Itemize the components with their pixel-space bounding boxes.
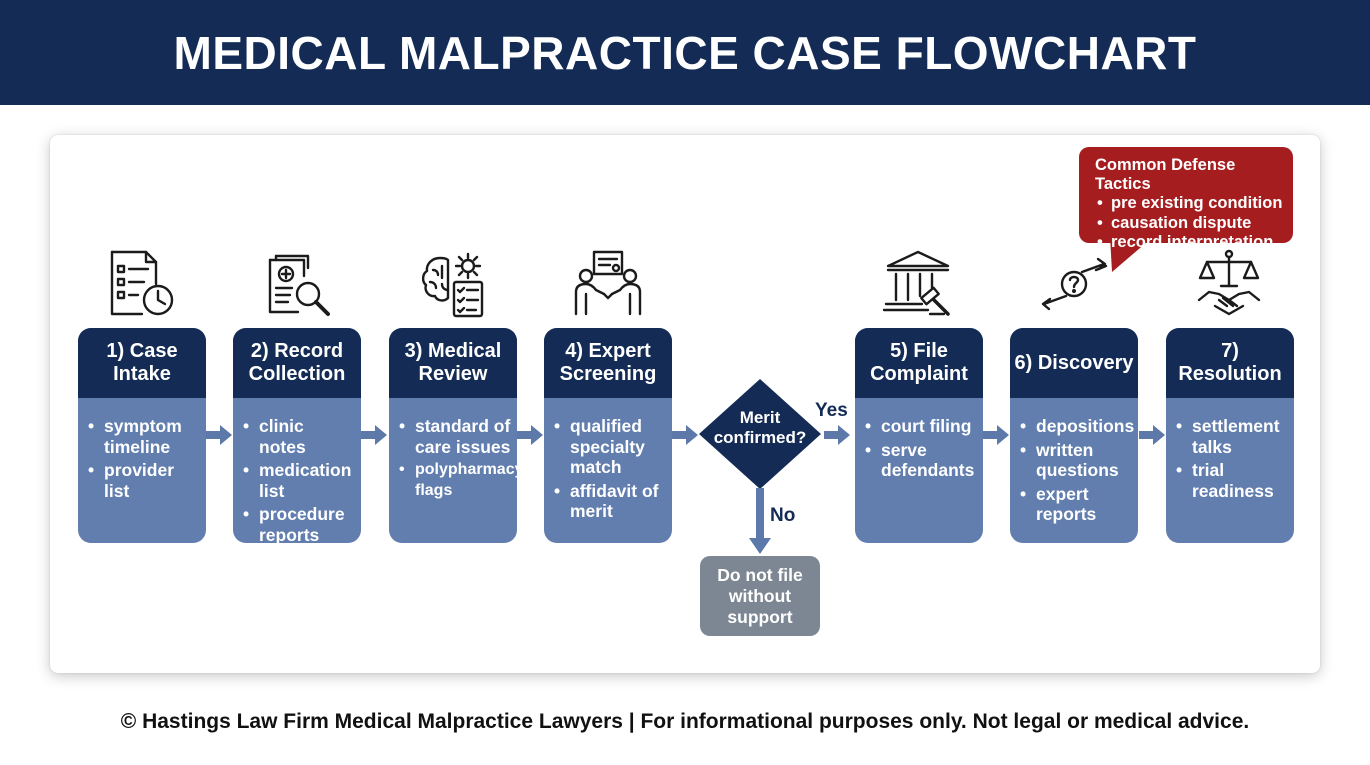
question-exchange-icon xyxy=(1041,257,1108,311)
step-title: 6) Discovery xyxy=(1010,328,1138,398)
step-title: 1) Case Intake xyxy=(78,328,206,398)
step-item: medication list xyxy=(243,460,355,501)
experts-certificate-icon xyxy=(574,250,642,316)
scales-handshake-icon xyxy=(1197,249,1261,316)
title-banner: MEDICAL MALPRACTICE CASE FLOWCHART xyxy=(0,0,1370,105)
defense-item: pre existing condition xyxy=(1097,194,1287,214)
step-title: 7) Resolution xyxy=(1166,328,1294,398)
step-discovery: 6) Discovery depositions written questio… xyxy=(1010,328,1138,543)
yes-arrow xyxy=(824,425,850,445)
checklist-clock-icon xyxy=(110,250,174,316)
flow-arrow xyxy=(206,425,232,445)
step-title: 2) Record Collection xyxy=(233,328,361,398)
step-item: trial readiness xyxy=(1176,460,1288,501)
step-title: 5) File Complaint xyxy=(855,328,983,398)
courthouse-gavel-icon xyxy=(882,250,950,316)
step-medical-review: 3) Medical Review standard of care issue… xyxy=(389,328,517,543)
decision-diamond xyxy=(699,379,821,489)
step-item: symptom timeline xyxy=(88,416,200,457)
defense-title: Common Defense Tactics xyxy=(1095,156,1236,193)
step-item: provider list xyxy=(88,460,200,501)
flow-arrow xyxy=(672,425,698,445)
step-item: qualified specialty match xyxy=(554,416,666,478)
step-item: affidavit of merit xyxy=(554,481,666,522)
step-item: court filing xyxy=(865,416,977,437)
step-title: 4) Expert Screening xyxy=(544,328,672,398)
flow-arrow xyxy=(983,425,1009,445)
flow-arrow xyxy=(1139,425,1165,445)
no-label: No xyxy=(770,505,796,526)
flow-arrow xyxy=(517,425,543,445)
step-item: serve defendants xyxy=(865,440,977,481)
defense-item: causation dispute xyxy=(1097,214,1287,234)
page-title: MEDICAL MALPRACTICE CASE FLOWCHART xyxy=(173,26,1197,79)
step-item: procedure reports xyxy=(243,504,355,543)
step-title: 3) Medical Review xyxy=(389,328,517,398)
step-item: clinic notes xyxy=(243,416,355,457)
step-file-complaint: 5) File Complaint court filing serve def… xyxy=(855,328,983,543)
step-resolution: 7) Resolution settlement talks trial rea… xyxy=(1166,328,1294,543)
step-item: polypharmacy flags xyxy=(399,460,517,501)
defense-tactics-callout: Common Defense Tactics pre existing cond… xyxy=(1079,147,1293,252)
step-item: settlement talks xyxy=(1176,416,1288,457)
footer-disclaimer: © Hastings Law Firm Medical Malpractice … xyxy=(120,710,1250,733)
yes-label: Yes xyxy=(815,400,848,421)
step-case-intake: 1) Case Intake symptom timeline provider… xyxy=(78,328,206,543)
step-item: expert reports xyxy=(1020,484,1132,525)
do-not-file-box: Do not file without support xyxy=(700,556,820,636)
defense-item: record interpretation xyxy=(1097,233,1287,253)
medical-records-magnifier-icon xyxy=(268,254,330,316)
decision-label: Merit confirmed? xyxy=(713,408,807,447)
step-item: written questions xyxy=(1020,440,1132,481)
step-item: standard of care issues xyxy=(399,416,511,457)
do-not-file-text: Do not file without support xyxy=(717,564,803,627)
brain-gear-checklist-icon xyxy=(421,252,484,318)
step-record-collection: 2) Record Collection clinic notes medica… xyxy=(233,328,361,543)
step-item: depositions xyxy=(1020,416,1134,437)
step-expert-screening: 4) Expert Screening qualified specialty … xyxy=(544,328,672,543)
no-arrow xyxy=(749,488,771,554)
flow-arrow xyxy=(361,425,387,445)
